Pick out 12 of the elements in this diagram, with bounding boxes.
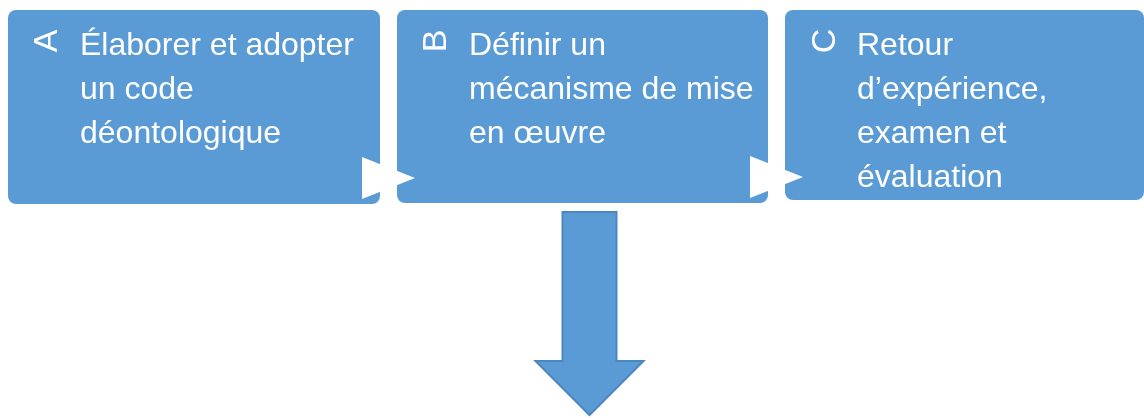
chevron-arrow [362,157,415,199]
step-label: Retour d’expérience, examen et évaluation [857,25,1049,196]
chevron-arrow [750,156,803,198]
step-label: Définir un mécanisme de mise en œuvre [469,25,755,152]
down-arrow [533,211,646,417]
step-letter: C [806,28,841,54]
step-label: Élaborer et adopter un code déontologique [80,25,355,152]
process-box [397,10,768,203]
step-letter: A [28,29,63,53]
step-letter: B [417,29,452,53]
process-box [8,10,380,204]
process-box [785,10,1144,200]
